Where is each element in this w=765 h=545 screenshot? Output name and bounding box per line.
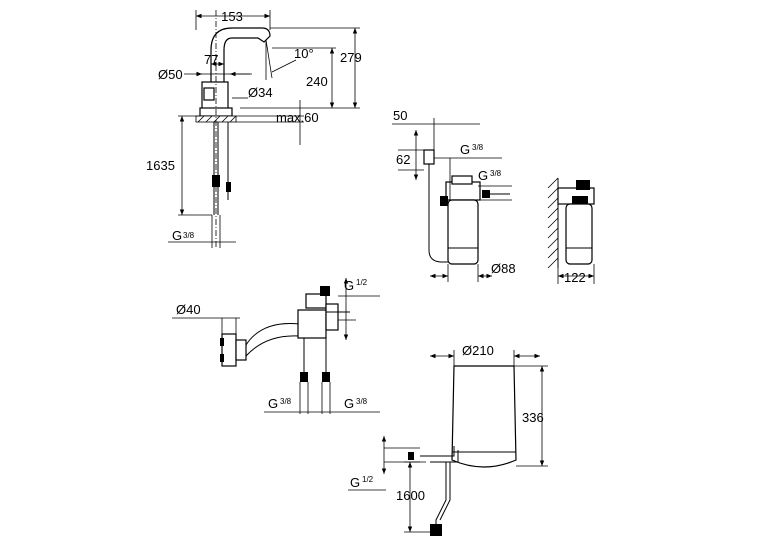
dim-boiler-thread: G (350, 475, 360, 490)
dim-filter-wall-depth: 122 (564, 270, 586, 285)
faucet-handle (203, 87, 215, 101)
dim-valve-thread-right: G (344, 396, 354, 411)
filter-head (445, 181, 481, 201)
dim-faucet-width: 153 (221, 9, 243, 24)
dim-filter-wall-offset: 50 (393, 108, 407, 123)
boiler-tank (451, 365, 517, 468)
dim-valve-thread-top: G (344, 278, 354, 293)
dim-spout-offset: 77 (204, 52, 218, 67)
dim-body-diameter: Ø50 (158, 67, 183, 82)
boiler-drawing: Ø210 336 G 1/2 1600 (348, 343, 548, 536)
dim-hose-thread: G (172, 228, 182, 243)
filter-drawing: 50 62 G 3/8 G 3/8 Ø88 (392, 108, 595, 285)
dim-filter-thread-side: G (478, 168, 488, 183)
safety-valve (297, 309, 327, 339)
dim-filter-thread-top: G (460, 142, 470, 157)
dim-base-diameter: Ø34 (248, 85, 273, 100)
dim-spout-angle: 10° (294, 46, 314, 61)
dim-valve-thread-left-fraction: 3/8 (280, 397, 292, 406)
dim-trap-diameter: Ø40 (176, 302, 201, 317)
filter-side-cartridge (565, 203, 593, 265)
drain-hose (245, 322, 301, 346)
dim-cable-length: 1600 (396, 488, 425, 503)
dim-boiler-diameter: Ø210 (462, 343, 494, 358)
dim-filter-diameter: Ø88 (491, 261, 516, 276)
dim-valve-thread-left: G (268, 396, 278, 411)
dim-boiler-height: 336 (522, 410, 544, 425)
trap-adapter (221, 333, 237, 367)
dim-hose-thread-fraction: 3/8 (183, 231, 195, 240)
faucet-drawing: 153 10° 279 240 77 Ø50 Ø34 max.60 (146, 9, 362, 248)
dim-filter-thread-top-fraction: 3/8 (472, 143, 484, 152)
dim-spout-height: 240 (306, 74, 328, 89)
filter-cartridge (447, 199, 479, 265)
dim-faucet-total-height: 279 (340, 50, 362, 65)
dim-filter-height-offset: 62 (396, 152, 410, 167)
dim-boiler-thread-fraction: 1/2 (362, 475, 374, 484)
dim-filter-thread-side-fraction: 3/8 (490, 169, 502, 178)
faucet-body (201, 81, 229, 111)
power-plug (430, 524, 442, 536)
filter-wall-bracket (423, 149, 435, 165)
dim-max-counter-thickness: max.60 (276, 110, 319, 125)
dim-hose-length: 1635 (146, 158, 175, 173)
dim-valve-thread-top-fraction: 1/2 (356, 278, 368, 287)
valve-drawing: Ø40 G 1/2 G 3/8 G 3/8 (172, 278, 380, 414)
dim-valve-thread-right-fraction: 3/8 (356, 397, 368, 406)
